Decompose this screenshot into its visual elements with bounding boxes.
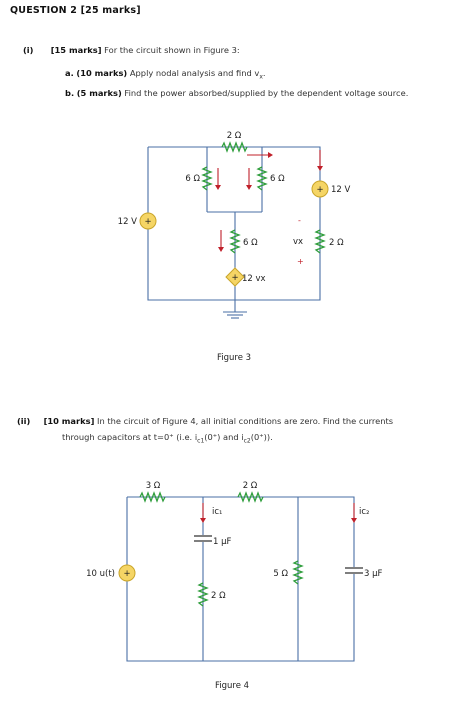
- part-ii-sub2: c2: [243, 437, 251, 445]
- label-dep-source: 12 vx: [242, 274, 266, 284]
- svg-text:+: +: [144, 217, 151, 227]
- label-ic2: ic₂: [359, 507, 369, 517]
- label-3uf: 3 µF: [364, 569, 383, 579]
- capacitor-1uf: [194, 535, 212, 542]
- part-i-marks: [15 marks]: [50, 45, 102, 55]
- part-i-number: (i): [23, 45, 34, 55]
- question-title: QUESTION 2 [25 marks]: [10, 5, 141, 16]
- part-i-line: (i) [15 marks] For the circuit shown in …: [23, 45, 240, 55]
- svg-text:+: +: [123, 569, 130, 579]
- part-ii-text2: through capacitors at t=0⁺ (i.e. i: [62, 432, 198, 442]
- source-10ut: +: [118, 564, 136, 582]
- part-i-a-sub: x: [259, 73, 263, 81]
- part-ii-sub1: c1: [197, 437, 205, 445]
- resistor-3ohm: [139, 491, 166, 503]
- part-i-a-end: .: [262, 68, 266, 78]
- part-i-b-label: b.: [65, 88, 75, 98]
- part-i-b: b. (5 marks) Find the power absorbed/sup…: [65, 88, 408, 98]
- resistor-far-2ohm: [314, 229, 326, 254]
- part-ii-text1: In the circuit of Figure 4, all initial …: [94, 416, 394, 426]
- figure-4-caption: Figure 4: [215, 681, 249, 691]
- label-v-right: 12 V: [331, 185, 351, 195]
- label-v-left: 12 V: [118, 217, 138, 227]
- current-arrows-fig3: [215, 150, 323, 252]
- label-vx-minus: -: [298, 216, 301, 225]
- label-5ohm: 5 Ω: [273, 569, 288, 579]
- label-10ut: 10 u(t): [86, 569, 115, 579]
- part-ii-marks: [10 marks]: [43, 416, 95, 426]
- label-vx: vx: [293, 237, 303, 247]
- part-ii-end: (0⁺)).: [250, 432, 273, 442]
- label-1uf: 1 µF: [213, 537, 232, 547]
- label-r-far: 2 Ω: [329, 238, 344, 248]
- resistor-mid-6ohm: [229, 229, 241, 254]
- resistor-2ohm-mid: [197, 582, 209, 607]
- svg-text:+: +: [316, 185, 323, 195]
- part-i-a-text: Apply nodal analysis and find v: [127, 68, 260, 78]
- part-ii-mid: (0⁺) and i: [204, 432, 244, 442]
- left-voltage-source: +: [139, 212, 157, 230]
- resistor-top-2ohm: [221, 141, 248, 153]
- capacitor-3uf: [345, 567, 363, 574]
- figure-4-wires: [126, 496, 355, 662]
- part-ii-line1: (ii) [10 marks] In the circuit of Figure…: [17, 416, 393, 426]
- part-ii-line2: through capacitors at t=0⁺ (i.e. ic1(0⁺)…: [62, 432, 273, 445]
- figure-3-caption: Figure 3: [217, 353, 251, 363]
- part-i-a-label: a.: [65, 68, 74, 78]
- label-r-top: 2 Ω: [227, 131, 242, 141]
- label-r-right: 6 Ω: [270, 174, 285, 184]
- label-2ohm-mid: 2 Ω: [211, 591, 226, 601]
- part-i-a: a. (10 marks) Apply nodal analysis and f…: [65, 68, 266, 81]
- dependent-voltage-source: +: [225, 267, 245, 287]
- label-r-left: 6 Ω: [185, 174, 200, 184]
- part-i-b-marks: (5 marks): [76, 88, 122, 98]
- resistor-left-6ohm: [201, 166, 213, 191]
- part-i-text: For the circuit shown in Figure 3:: [101, 45, 240, 55]
- svg-text:+: +: [231, 273, 238, 283]
- part-i-b-text: Find the power absorbed/supplied by the …: [121, 88, 409, 98]
- right-voltage-source: +: [311, 180, 329, 198]
- part-ii-number: (ii): [17, 416, 31, 426]
- label-3ohm: 3 Ω: [146, 481, 161, 491]
- label-vx-plus: +: [297, 257, 304, 266]
- current-arrows-fig4: [200, 503, 357, 523]
- label-2ohm-top: 2 Ω: [243, 481, 258, 491]
- resistor-right-6ohm: [256, 166, 268, 191]
- resistor-2ohm-top: [237, 491, 264, 503]
- label-r-mid: 6 Ω: [243, 238, 258, 248]
- part-i-a-marks: (10 marks): [76, 68, 128, 78]
- resistor-5ohm: [292, 560, 304, 585]
- label-ic1: ic₁: [212, 507, 222, 517]
